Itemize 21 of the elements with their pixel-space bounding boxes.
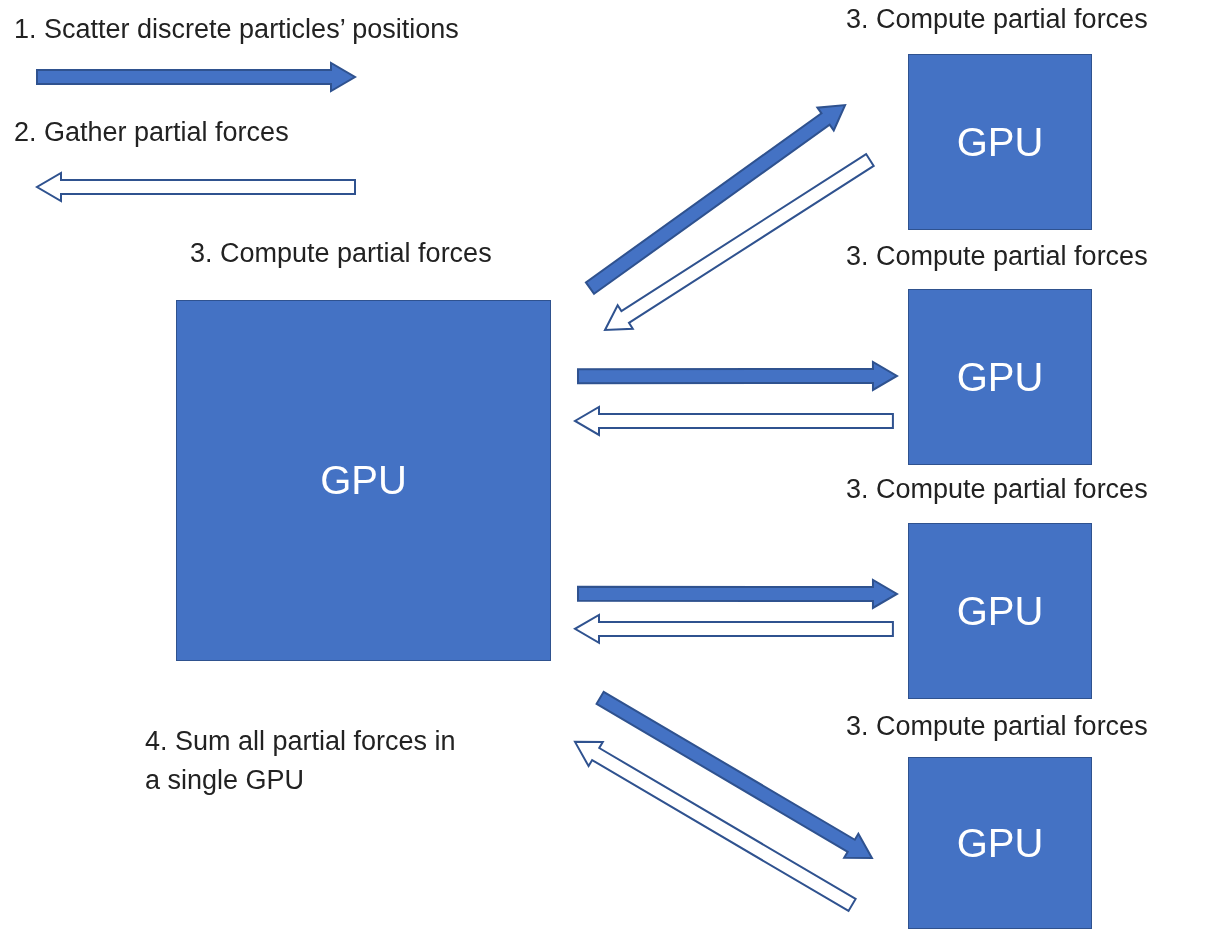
legend-text: 1. Scatter discrete particles’ positions <box>14 14 459 45</box>
arrow <box>603 152 876 332</box>
arrow <box>577 360 899 392</box>
step-note: 4. Sum all partial forces in a single GPU <box>145 725 457 798</box>
arrow <box>573 405 894 437</box>
step-heading: 3. Compute partial forces <box>846 711 1148 742</box>
step-heading: 3. Compute partial forces <box>846 241 1148 272</box>
step-heading: 3. Compute partial forces <box>190 238 492 269</box>
legend-text: 2. Gather partial forces <box>14 117 289 148</box>
arrow <box>577 578 899 610</box>
step-heading: 3. Compute partial forces <box>846 4 1148 35</box>
gpu-label: GPU <box>956 820 1044 866</box>
gpu-label: GPU <box>956 588 1044 634</box>
gpu-label: GPU <box>320 458 407 503</box>
gpu-label: GPU <box>956 119 1044 165</box>
arrow <box>595 690 874 859</box>
arrow <box>584 103 847 296</box>
step-heading: 3. Compute partial forces <box>846 474 1148 505</box>
arrow <box>573 740 857 913</box>
arrow <box>573 613 894 645</box>
gpu-label: GPU <box>956 354 1044 400</box>
